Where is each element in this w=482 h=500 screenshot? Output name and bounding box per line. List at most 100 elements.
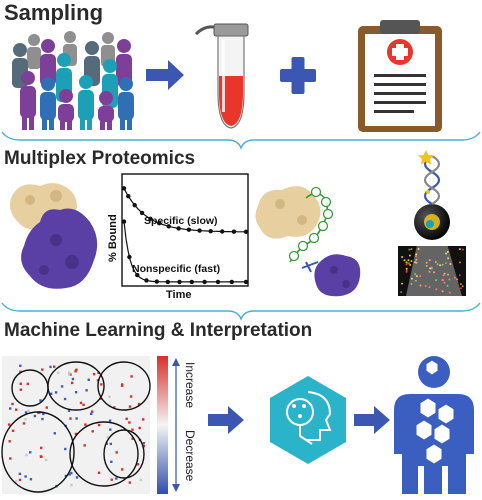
microarray-spot — [453, 276, 456, 279]
heatmap-dot — [33, 414, 37, 418]
heatmap-dot — [63, 397, 67, 401]
heatmap-dot — [44, 458, 48, 461]
nonspecific-curve-point — [165, 279, 170, 285]
heatmap-dot — [128, 421, 131, 424]
plot-xlabel: Time — [166, 289, 191, 301]
microarray-spot — [443, 281, 446, 284]
microarray-spot — [405, 261, 408, 264]
microarray-spot — [434, 261, 437, 263]
heatmap-dot — [64, 474, 68, 478]
heatmap-dot — [139, 478, 143, 482]
heatmap-dot — [8, 423, 11, 426]
heatmap-dot — [84, 423, 87, 426]
microarray-spot — [441, 263, 444, 266]
heatmap-dot — [53, 365, 56, 368]
heatmap-dot — [137, 402, 141, 406]
heatmap-dot — [67, 371, 71, 374]
heatmap-dot — [8, 440, 11, 443]
microarray-spot — [430, 267, 433, 270]
microarray-spot — [400, 291, 403, 294]
heatmap-dot — [64, 447, 67, 451]
microarray-spot — [460, 287, 462, 290]
heatmap-dot — [45, 406, 48, 409]
microarray-spot — [410, 248, 413, 251]
blood-tube-icon — [194, 23, 249, 129]
microarray-spot — [408, 254, 411, 257]
heatmap-dot — [130, 375, 133, 378]
microarray-spot — [459, 283, 462, 286]
microarray-spot — [445, 252, 448, 255]
people-crowd-icon — [12, 31, 134, 130]
heatmap-dot — [128, 481, 131, 484]
microarray-spot — [433, 271, 435, 274]
nonspecific-curve-point — [202, 279, 207, 285]
microarray-spot — [428, 259, 431, 262]
specific-curve-point — [166, 224, 171, 229]
heatmap-dot — [40, 446, 43, 450]
microarray-spot — [446, 250, 449, 253]
specific-curve-point — [176, 226, 181, 231]
specific-curve-point — [121, 186, 127, 191]
heatmap-dot — [60, 385, 64, 388]
plot-frame — [121, 173, 249, 287]
microarray-spot — [449, 263, 452, 265]
heatmap-dot — [27, 409, 30, 412]
heatmap-dot — [109, 428, 112, 431]
microarray-spot — [415, 255, 417, 258]
nonspecific-curve-point — [189, 279, 194, 285]
heatmap-dot — [24, 411, 28, 414]
microarray-spot — [410, 260, 413, 263]
bead-aptamer-icon — [398, 150, 466, 296]
microarray-spot — [408, 248, 411, 251]
heatmap-dot — [26, 382, 29, 386]
microarray-spot — [415, 253, 418, 256]
microarray-spot — [409, 263, 412, 266]
nonspecific-curve-point — [144, 278, 149, 283]
microarray-spot — [443, 272, 446, 275]
section-title-ml: Machine Learning & Interpretation — [4, 320, 313, 341]
heatmap-dot — [82, 403, 85, 406]
nonspecific-curve-point — [154, 279, 159, 284]
microarray-spot — [415, 258, 418, 261]
heatmap-dot — [15, 408, 18, 411]
heatmap-dot — [19, 382, 22, 385]
heatmap-dot — [106, 436, 109, 439]
microarray-spot — [435, 279, 437, 282]
person-hexagon-icon — [394, 356, 474, 494]
heatmap-dot — [121, 468, 124, 471]
specific-curve-point — [231, 229, 237, 234]
heatmap-dot — [91, 430, 94, 433]
heatmap-dot — [42, 412, 45, 416]
microarray-spot — [447, 273, 449, 276]
heatmap-dot — [108, 395, 111, 398]
arrow-icon — [146, 60, 184, 90]
microarray-spot — [461, 285, 464, 288]
heatmap-dot — [128, 405, 132, 408]
specific-curve-point — [132, 203, 137, 208]
plus-icon — [280, 57, 316, 94]
heatmap-dot — [97, 423, 101, 427]
microarray-spot — [407, 259, 410, 262]
microarray-spot — [424, 285, 427, 287]
heatmap-dot — [18, 478, 22, 482]
heatmap-dot — [87, 378, 90, 381]
heatmap-dot — [50, 392, 53, 395]
ai-brain-icon — [270, 376, 346, 464]
heatmap-dot — [129, 395, 133, 398]
heatmap-dot — [69, 417, 72, 420]
specific-curve-line — [123, 188, 246, 233]
microarray-spot — [447, 257, 450, 260]
microarray-spot — [410, 277, 413, 280]
section-title-proteomics: Multiplex Proteomics — [4, 148, 196, 169]
nonspecific-curve-point — [177, 279, 182, 285]
microarray-spot — [410, 283, 413, 285]
heatmap-dot — [131, 437, 134, 440]
heatmap-dot — [49, 365, 52, 369]
heatmap-dot — [85, 389, 88, 392]
microarray-spot — [425, 261, 428, 264]
heatmap-dot — [41, 368, 44, 371]
heatmap-dot — [11, 402, 14, 406]
microarray-spot — [414, 272, 417, 275]
nonspecific-curve-point — [127, 254, 132, 260]
